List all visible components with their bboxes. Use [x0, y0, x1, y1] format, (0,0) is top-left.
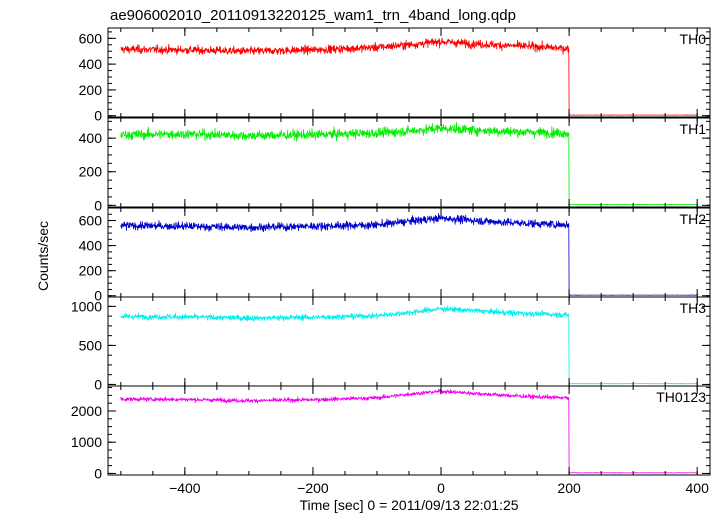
- y-tick-label: 600: [79, 213, 103, 229]
- panel-label-th0123: TH0123: [656, 389, 706, 405]
- x-tick-label: 0: [437, 480, 445, 496]
- panel-th0: 0 200 400 600 TH0: [79, 27, 711, 124]
- panel-frame: [107, 296, 711, 387]
- panel-label-th2: TH2: [680, 211, 707, 227]
- y-tick-label: 400: [79, 238, 103, 254]
- series-line-th1: [120, 121, 697, 206]
- chart-title: ae906002010_20110913220125_wam1_trn_4ban…: [110, 7, 516, 24]
- x-axis-label: Time [sec] 0 = 2011/09/13 22:01:25: [299, 497, 518, 513]
- y-axis-label: Counts/sec: [35, 221, 51, 291]
- x-tick-label: 400: [686, 480, 710, 496]
- series-line-th0: [120, 37, 697, 116]
- series-line-th3: [120, 305, 697, 385]
- y-tick-label: 200: [79, 164, 103, 180]
- y-tick-label: 0: [94, 108, 102, 124]
- panel-th1: 0 200 400 TH1: [79, 117, 711, 213]
- y-tick-label: 400: [79, 130, 103, 146]
- panel-th2: 0 200 400 600 TH2: [79, 207, 711, 304]
- y-tick-label: 200: [79, 82, 103, 98]
- panel-frame: [107, 117, 711, 208]
- panel-th0123: 0 1000 2000 TH0123: [71, 385, 711, 481]
- y-tick-label: 0: [94, 376, 102, 392]
- y-tick-label: 200: [79, 263, 103, 279]
- x-tick-label: −400: [169, 480, 201, 496]
- y-tick-label: 500: [79, 337, 103, 353]
- series-line-th0123: [120, 388, 697, 474]
- y-tick-label: 1000: [71, 434, 102, 450]
- y-tick-label: 0: [94, 465, 102, 481]
- y-tick-label: 0: [94, 197, 102, 213]
- series-line-th2: [120, 213, 697, 296]
- y-tick-label: 1000: [71, 298, 102, 314]
- panel-label-th3: TH3: [680, 300, 707, 316]
- panel-th3: 0 500 1000 TH3: [71, 296, 711, 392]
- x-tick-label: 200: [557, 480, 581, 496]
- y-tick-label: 600: [79, 30, 103, 46]
- panel-frame: [107, 207, 711, 298]
- y-tick-label: 0: [94, 288, 102, 304]
- x-tick-label: −200: [297, 480, 329, 496]
- panel-label-th0: TH0: [680, 31, 707, 47]
- panel-label-th1: TH1: [680, 121, 707, 137]
- panel-frame: [107, 27, 711, 118]
- y-tick-label: 2000: [71, 403, 102, 419]
- y-tick-label: 400: [79, 56, 103, 72]
